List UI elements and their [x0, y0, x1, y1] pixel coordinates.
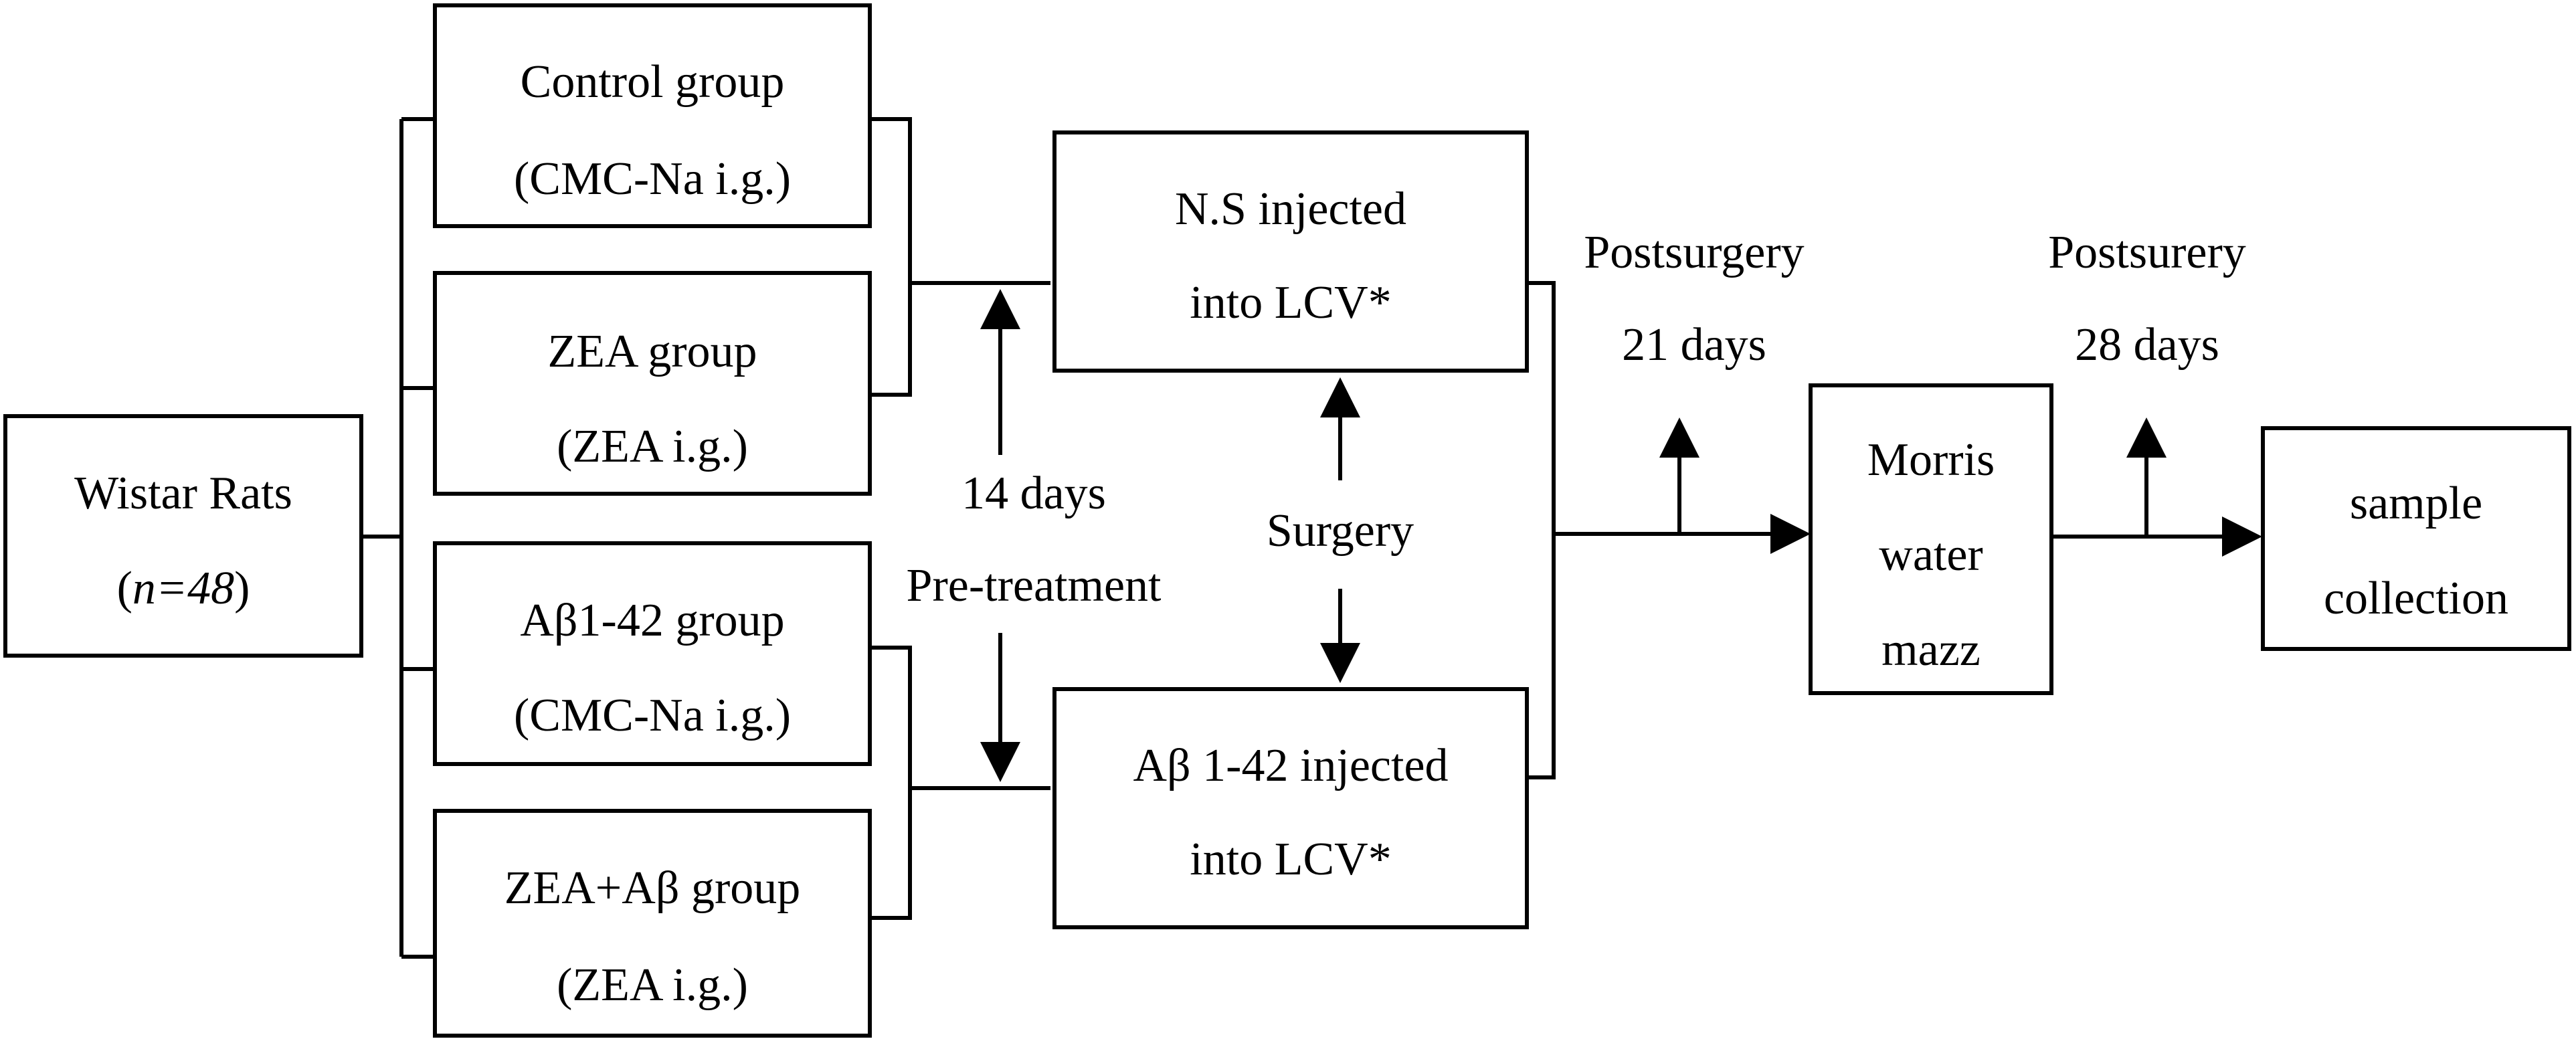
wistar-rats-n: (n=48): [117, 563, 250, 614]
wistar-rats-label: Wistar Rats: [74, 468, 292, 519]
group-abeta-name: Aβ1-42 group: [520, 595, 784, 646]
abeta-injection-box: Aβ 1-42 injected into LCV*: [1052, 687, 1529, 929]
pretreat-label: Pre-treatment: [907, 560, 1162, 611]
group-zea-treatment: (ZEA i.g.): [557, 421, 748, 472]
injection-merge-bracket: [1527, 281, 1556, 779]
pretreat-days-label: 14 days: [961, 468, 1106, 519]
morris-line3: mazz: [1881, 624, 1981, 676]
postsurery-label: Postsurery: [2048, 227, 2246, 278]
group-control-name: Control group: [521, 56, 785, 108]
group-control-box: Control group (CMC-Na i.g.): [433, 3, 872, 228]
lower-merge-bracket: [870, 646, 912, 920]
postsurery-days: 28 days: [2075, 319, 2219, 371]
surgery-label: Surgery: [1267, 505, 1414, 557]
group-control-treatment: (CMC-Na i.g.): [514, 153, 791, 205]
morris-water-maze-box: Morris water mazz: [1809, 383, 2053, 695]
group-abeta-box: Aβ1-42 group (CMC-Na i.g.): [433, 541, 872, 766]
sample-line1: sample: [2350, 478, 2482, 529]
postsurgery-label: Postsurgery: [1584, 227, 1804, 278]
abeta-injection-line1: Aβ 1-42 injected: [1133, 740, 1448, 791]
sample-collection-box: sample collection: [2261, 426, 2571, 651]
group-zea-abeta-box: ZEA+Aβ group (ZEA i.g.): [433, 809, 872, 1038]
group-zea-abeta-treatment: (ZEA i.g.): [557, 959, 748, 1011]
sample-line2: collection: [2324, 573, 2508, 624]
group-zea-abeta-name: ZEA+Aβ group: [504, 862, 801, 914]
group-zea-name: ZEA group: [547, 326, 757, 377]
upper-merge-bracket: [870, 117, 912, 397]
morris-line2: water: [1879, 529, 1983, 581]
postsurgery-days: 21 days: [1622, 319, 1766, 371]
ns-injection-line1: N.S injected: [1175, 183, 1406, 235]
group-abeta-treatment: (CMC-Na i.g.): [514, 690, 791, 741]
group-zea-box: ZEA group (ZEA i.g.): [433, 271, 872, 496]
ns-injection-box: N.S injected into LCV*: [1052, 130, 1529, 373]
abeta-injection-line2: into LCV*: [1190, 834, 1391, 885]
connector-lines: [361, 117, 2262, 959]
ns-injection-line2: into LCV*: [1190, 277, 1391, 328]
morris-line1: Morris: [1867, 434, 1995, 486]
wistar-rats-box: Wistar Rats (n=48): [3, 414, 363, 658]
